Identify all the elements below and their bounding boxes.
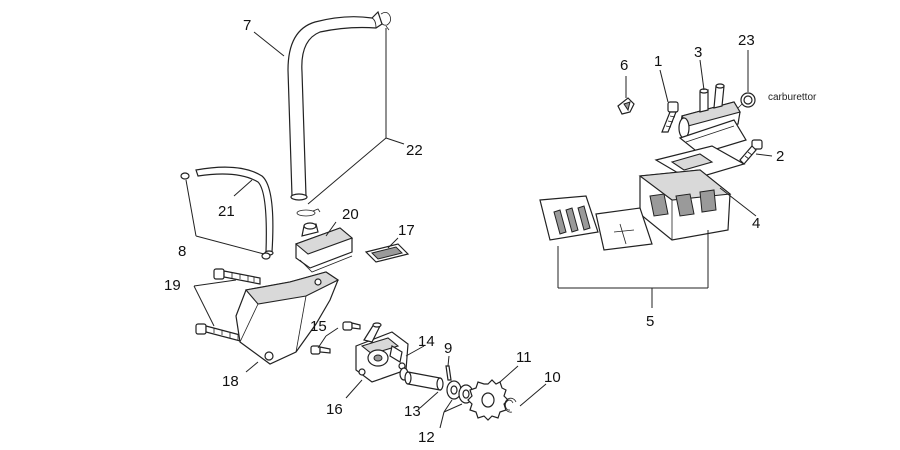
part-screw-upper (213, 268, 261, 285)
part-gasket-upper (654, 145, 746, 181)
part-clip-6 (617, 97, 635, 115)
part-shaft (404, 371, 444, 391)
callout-8: 8 (178, 243, 186, 260)
part-cover (235, 271, 340, 365)
part-circlip (504, 397, 517, 413)
callout-11: 11 (516, 349, 532, 366)
callout-22: 22 (406, 142, 423, 159)
callout-7: 7 (243, 17, 251, 34)
part-reed-plate-right (595, 207, 653, 251)
part-clip-lower (261, 252, 271, 260)
part-screw-15b (310, 345, 331, 355)
callout-3: 3 (694, 44, 702, 61)
callout-6: 6 (620, 57, 628, 74)
callout-17: 17 (398, 222, 415, 239)
part-pin (445, 365, 452, 381)
carburettor-note: carburettor (768, 92, 817, 103)
part-clamp-bottom (296, 208, 321, 217)
callout-9: 9 (444, 340, 452, 357)
part-filter-housing (294, 222, 354, 273)
part-seal-17 (364, 243, 410, 263)
callout-15: 15 (310, 318, 327, 335)
part-oil-pump (355, 322, 409, 383)
leader-lines (185, 28, 773, 429)
part-hose-long (287, 10, 383, 201)
part-clamp-top (380, 12, 391, 31)
callout-14: 14 (418, 333, 435, 350)
callout-4: 4 (752, 215, 760, 232)
callout-21: 21 (218, 203, 235, 220)
callout-13: 13 (404, 403, 421, 420)
part-screw-15a (342, 321, 361, 331)
part-screw-1 (661, 101, 679, 133)
part-clip-upper (180, 172, 190, 180)
part-manifold (678, 83, 747, 155)
callout-19: 19 (164, 277, 181, 294)
callout-23: 23 (738, 32, 755, 49)
part-screw-lower (195, 323, 245, 343)
part-reed-block (638, 169, 732, 241)
part-clamp-23 (737, 92, 756, 109)
callout-12: 12 (418, 429, 435, 446)
callout-18: 18 (222, 373, 239, 390)
callout-2: 2 (776, 148, 784, 165)
callout-10: 10 (544, 369, 561, 386)
callout-20: 20 (342, 206, 359, 223)
part-reed-plate-left (539, 195, 599, 241)
callout-5: 5 (646, 313, 654, 330)
callout-16: 16 (326, 401, 343, 418)
part-screw-2 (739, 139, 763, 165)
part-gear (467, 379, 509, 421)
callout-1: 1 (654, 53, 662, 70)
